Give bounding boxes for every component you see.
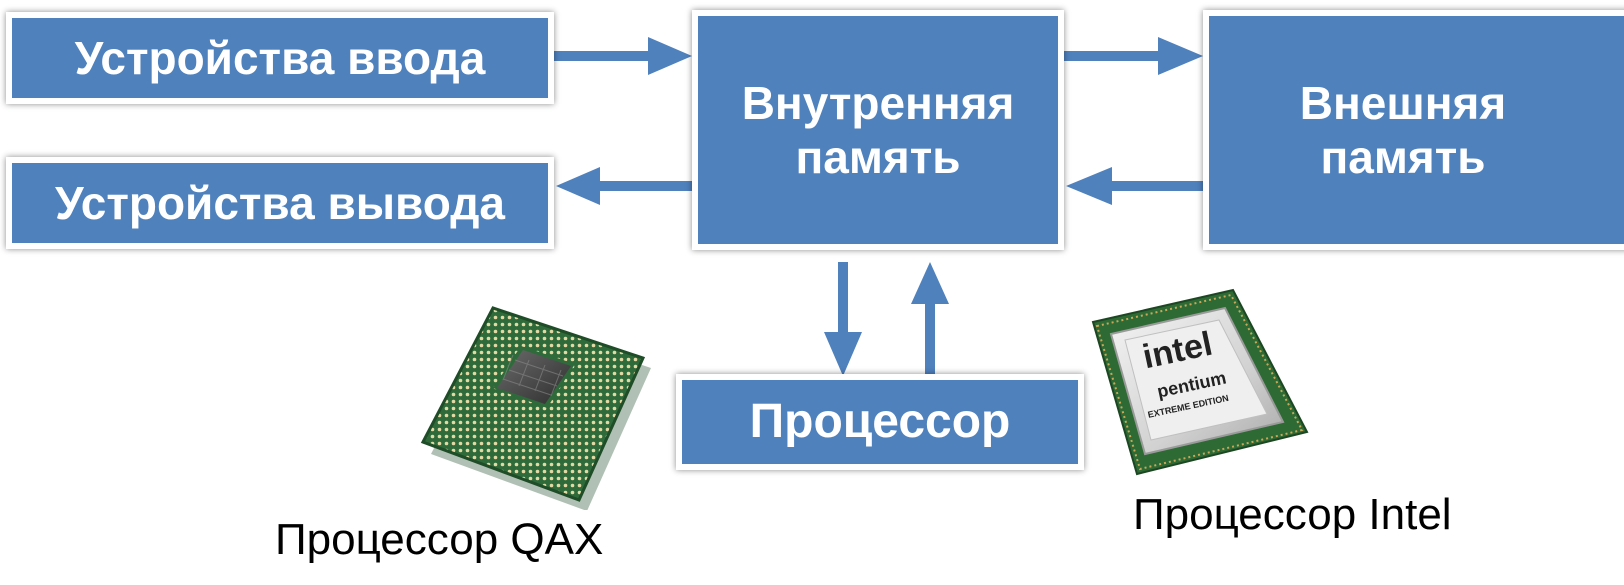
input-devices-box: Устройства ввода <box>6 12 554 104</box>
internal-memory-label: Внутренняя память <box>741 76 1015 183</box>
cpu-chip-pins-icon <box>420 306 651 510</box>
processor-label: Процессор <box>749 394 1011 448</box>
internal-memory-box: Внутренняя память <box>692 10 1064 250</box>
output-devices-box: Устройства вывода <box>6 157 554 249</box>
input-devices-label: Устройства ввода <box>74 31 486 84</box>
qax-processor-caption: Процессор QAX <box>275 515 604 564</box>
external-memory-label: Внешняя память <box>1299 76 1507 183</box>
arrow-internal-memory-to-output <box>556 167 696 205</box>
intel-pentium-chip-icon: intel pentium EXTREME EDITION <box>1091 288 1309 476</box>
arrow-internal-to-external-memory <box>1062 37 1203 75</box>
arrow-external-to-internal-memory <box>1066 167 1206 205</box>
external-memory-box: Внешняя память <box>1203 10 1624 250</box>
output-devices-label: Устройства вывода <box>55 176 505 229</box>
processor-box: Процессор <box>676 374 1084 470</box>
arrow-internal-memory-to-processor <box>824 262 862 376</box>
arrow-processor-to-internal-memory <box>911 262 949 378</box>
arrow-input-to-internal-memory <box>552 37 692 75</box>
intel-processor-caption: Процессор Intel <box>1133 490 1452 539</box>
